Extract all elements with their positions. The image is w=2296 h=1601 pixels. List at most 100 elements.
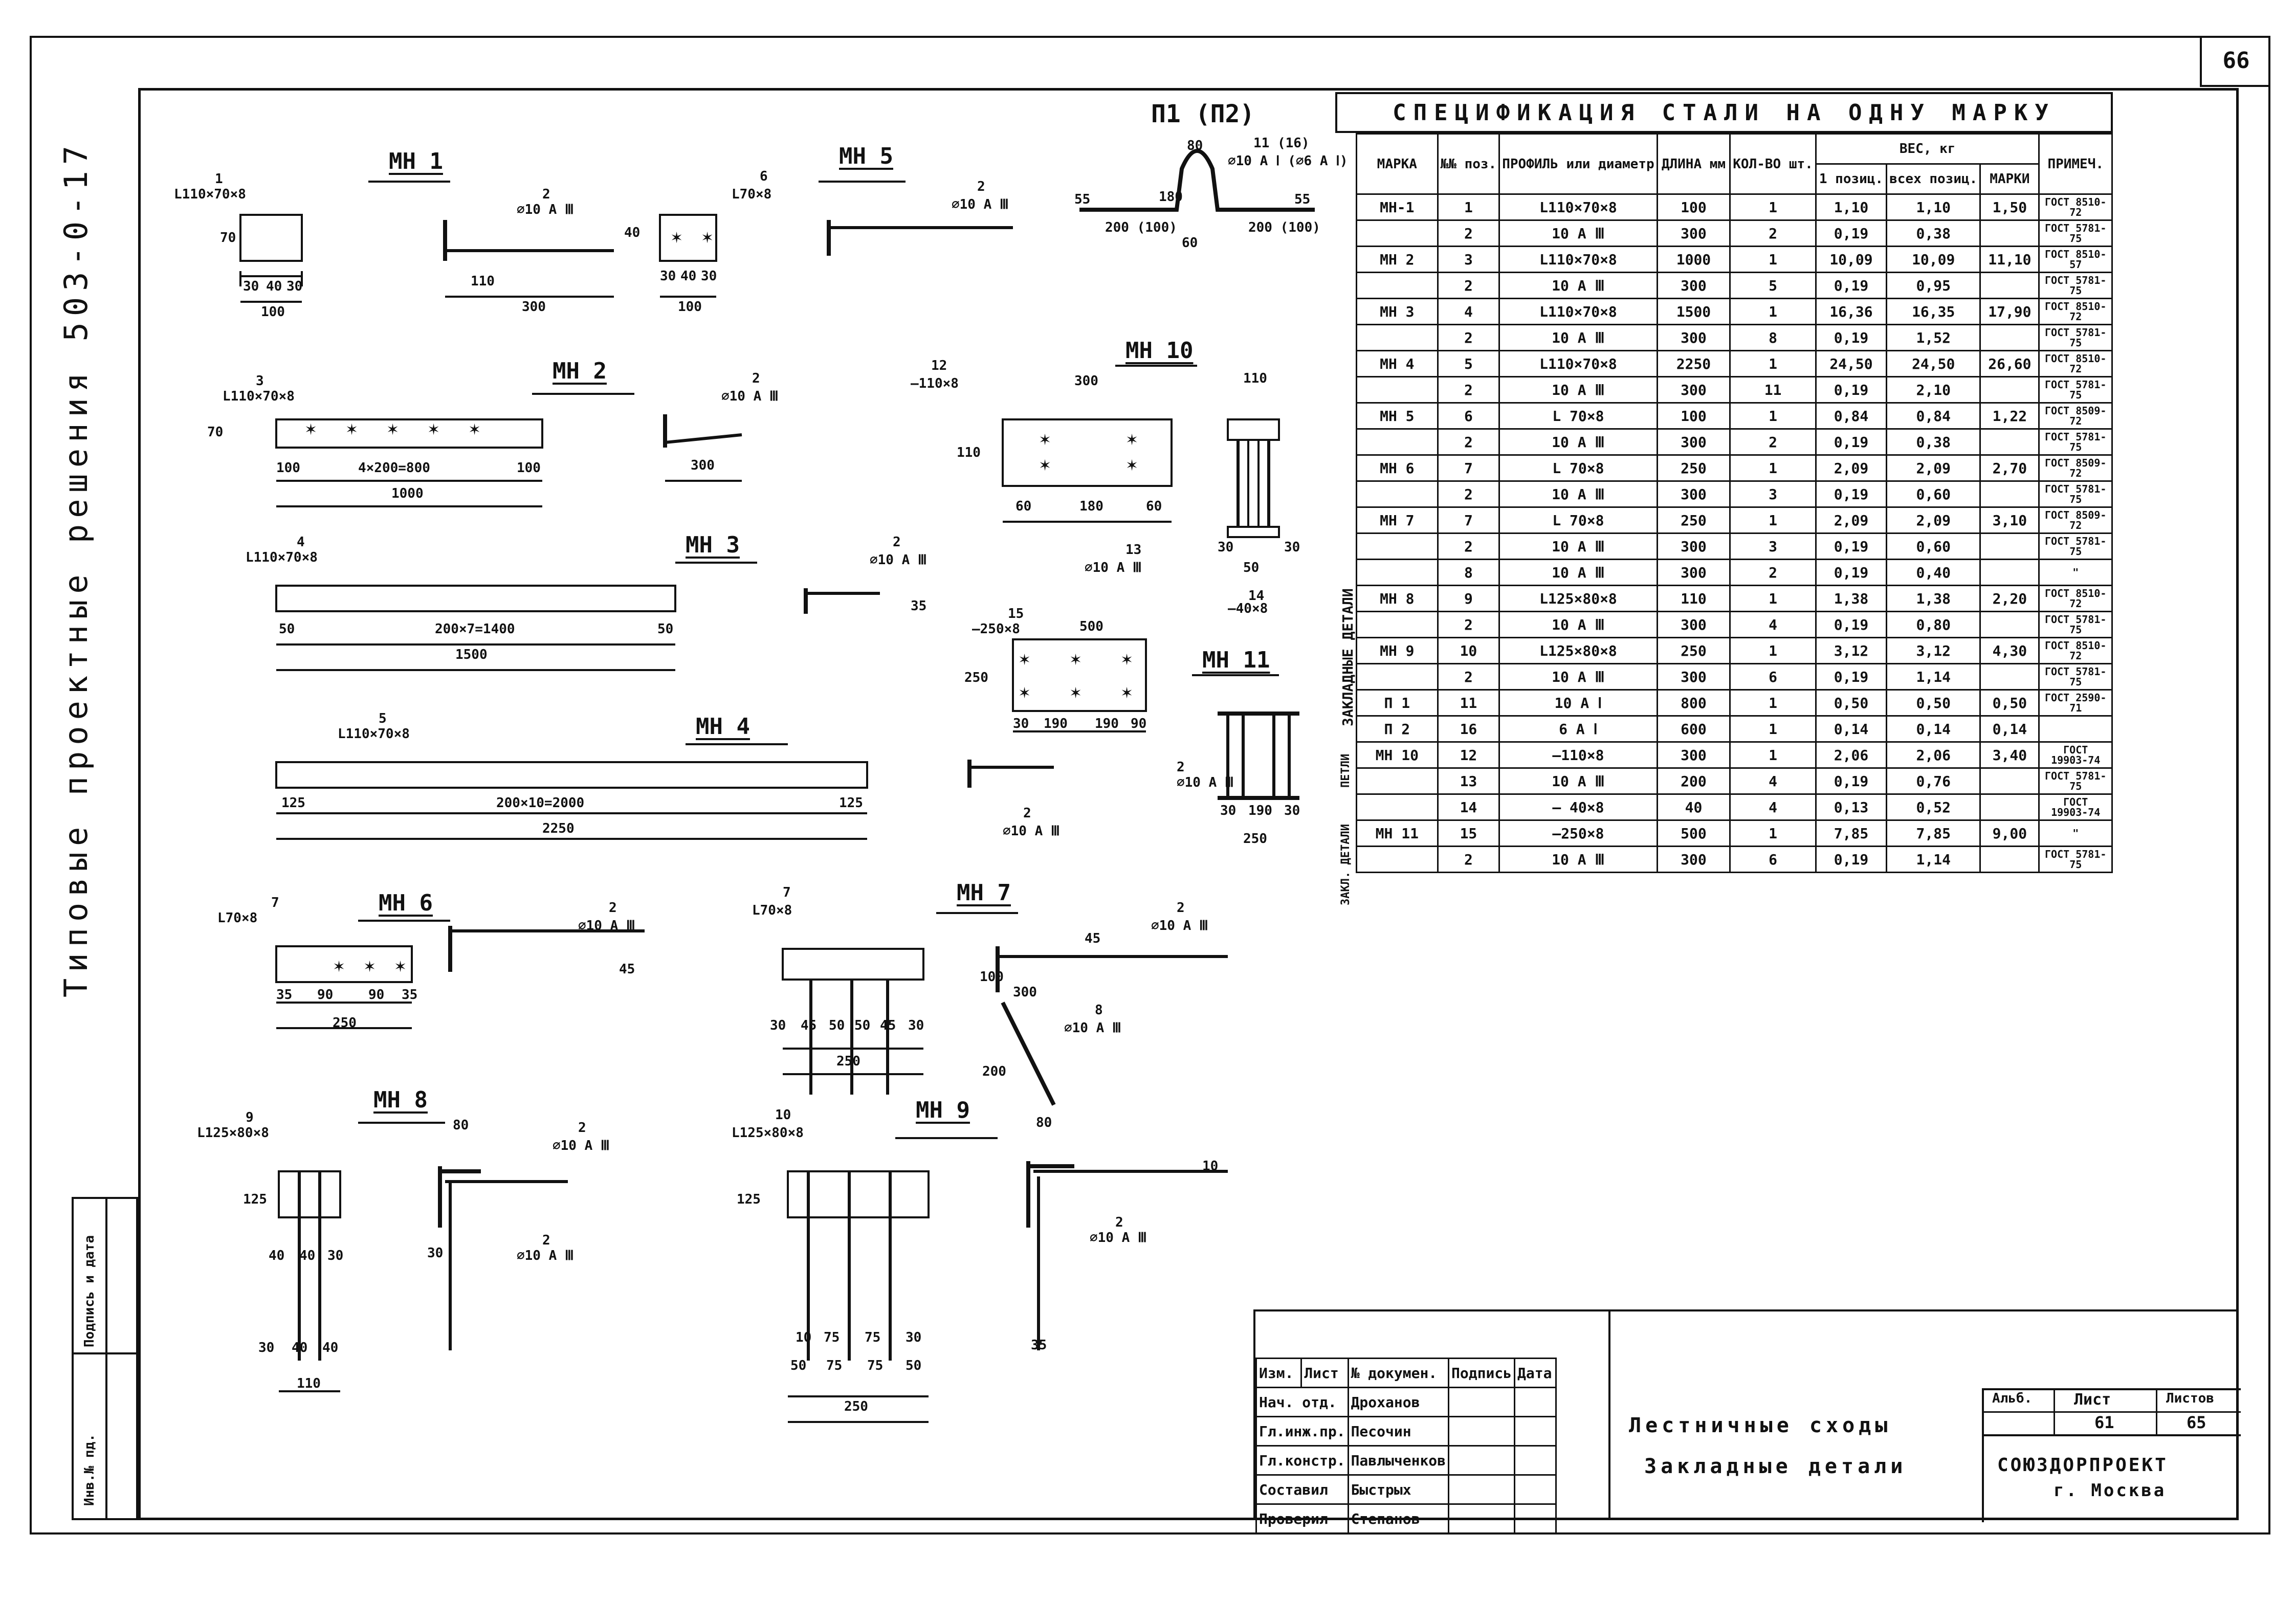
spec-cell-pos: 3: [1437, 246, 1500, 273]
mn11-dim: 190: [1044, 716, 1068, 731]
spec-cell-wmark: 17,90: [1979, 298, 2040, 325]
p1-title: П1 (П2): [1151, 100, 1255, 128]
spec-cell-prof: L110×70×8: [1498, 193, 1658, 221]
mn3-pos1-prof: L110×70×8: [246, 550, 318, 565]
mn6-pos1: 7: [271, 895, 279, 910]
spec-cell-prof: L110×70×8: [1498, 350, 1658, 377]
spec-cell-note: ГОСТ 8509-72: [2038, 402, 2113, 430]
spec-cell-w1: 1,10: [1815, 193, 1888, 221]
spec-cell-len: 300: [1656, 480, 1731, 508]
mn7-dim: 200: [982, 1064, 1006, 1079]
spec-cell-wall: 3,12: [1886, 637, 1981, 664]
mn10-pos13: 13: [1125, 542, 1142, 558]
mn5-pos1: 6: [760, 169, 768, 184]
spec-cell-pos: 1: [1437, 193, 1500, 221]
mn10-dim: 180: [1079, 499, 1103, 514]
spec-cell-wmark: 26,60: [1979, 350, 2040, 377]
spec-cell-len: 300: [1656, 532, 1731, 560]
spec-cell-len: 300: [1656, 559, 1731, 586]
sheet-number: 66: [2200, 36, 2270, 87]
spec-cell-prof: L110×70×8: [1498, 246, 1658, 273]
mn11-pos15: 15: [1008, 606, 1024, 621]
mn8-dim: 40: [299, 1248, 316, 1263]
mn5-plate: [659, 214, 717, 262]
spec-cell-wall: 1,38: [1886, 585, 1981, 612]
spec-h-length: ДЛИНА мм: [1656, 133, 1731, 195]
spec-cell-w1: 0,19: [1815, 376, 1888, 404]
spec-cell-wmark: 1,50: [1979, 193, 2040, 221]
mn7-pos2: 2: [1177, 900, 1185, 916]
mn8-dim: 40: [322, 1340, 339, 1355]
spec-cell-prof: –250×8: [1498, 819, 1658, 847]
mn4-pos2: 2: [1023, 806, 1031, 821]
spec-cell-mark: [1356, 480, 1439, 508]
spec-cell-wall: 2,10: [1886, 376, 1981, 404]
mn1-dim: 300: [522, 299, 546, 315]
mn2-dim: 1000: [391, 486, 424, 501]
mn9-pos1: 10: [775, 1107, 791, 1123]
mn3-pos1: 4: [297, 535, 305, 550]
mn11-dim: 500: [1079, 619, 1103, 634]
tb-role-2: Гл.констр.: [1255, 1445, 1349, 1476]
spec-cell-wall: 1,14: [1886, 663, 1981, 691]
spec-cell-mark: [1356, 793, 1439, 821]
spec-cell-pos: 5: [1437, 350, 1500, 377]
mn9-dim: 75: [824, 1330, 840, 1345]
mn9-dim: 250: [844, 1399, 868, 1414]
p1-dim: 60: [1182, 235, 1198, 251]
mn10-side-top: [1227, 418, 1280, 441]
mn2-dim: 4×200=800: [358, 460, 430, 476]
spec-cell-wmark: 3,10: [1979, 506, 2040, 534]
svg-text:✶: ✶: [670, 229, 683, 247]
mn3-angle: [275, 585, 676, 612]
spec-h-weight: ВЕС, кг: [1815, 133, 2040, 165]
spec-cell-wall: 0,95: [1886, 272, 1981, 299]
tb-name-4: Степанов: [1347, 1503, 1450, 1534]
spec-cell-w1: 0,19: [1815, 663, 1888, 691]
spec-cell-w1: 0,19: [1815, 272, 1888, 299]
spec-cell-wall: 0,60: [1886, 480, 1981, 508]
mn9-pos1-prof: L125×80×8: [732, 1125, 804, 1141]
mn5-dim: 100: [678, 299, 702, 315]
spec-cell-wmark: [1979, 324, 2040, 351]
mn4-dim: 2250: [542, 821, 575, 836]
spec-cell-wmark: 3,40: [1979, 741, 2040, 769]
mn1-dim: 30: [286, 279, 303, 294]
mn9-dim: 10: [796, 1330, 812, 1345]
svg-text:✶: ✶: [1069, 651, 1082, 669]
spec-cell-w1: 24,50: [1815, 350, 1888, 377]
spec-cell-w1: 7,85: [1815, 819, 1888, 847]
spec-cell-pos: 6: [1437, 402, 1500, 430]
spec-cell-pos: 2: [1437, 272, 1500, 299]
spec-cell-note: ГОСТ 8509-72: [2038, 454, 2113, 482]
spec-cell-len: 300: [1656, 846, 1731, 873]
mn11-dim: 190: [1248, 803, 1272, 818]
spec-cell-mark: МН 11: [1356, 819, 1439, 847]
tb-name-0: Дроханов: [1347, 1387, 1450, 1417]
mn7-dim: 50: [854, 1018, 871, 1033]
spec-cell-prof: 10 А Ⅲ: [1498, 559, 1658, 586]
mn9-dim: 75: [867, 1358, 884, 1373]
mn8-dim: 80: [453, 1118, 469, 1133]
mn7-dim: 250: [836, 1054, 860, 1069]
svg-text:✶: ✶: [1069, 684, 1082, 702]
mn1-dim: 40: [266, 279, 282, 294]
spec-cell-len: 100: [1656, 193, 1731, 221]
spec-cell-w1: 16,36: [1815, 298, 1888, 325]
svg-text:✶: ✶: [1018, 684, 1031, 702]
spec-cell-w1: 10,09: [1815, 246, 1888, 273]
spec-cell-wall: 0,38: [1886, 428, 1981, 456]
spec-cell-wmark: [1979, 611, 2040, 638]
mn2-pos2-prof: ⌀10 А Ⅲ: [721, 389, 779, 404]
mn8-dim: 30: [258, 1340, 275, 1355]
spec-cell-qty: 2: [1729, 219, 1817, 247]
spec-cell-qty: 2: [1729, 428, 1817, 456]
spec-cell-prof: L125×80×8: [1498, 637, 1658, 664]
